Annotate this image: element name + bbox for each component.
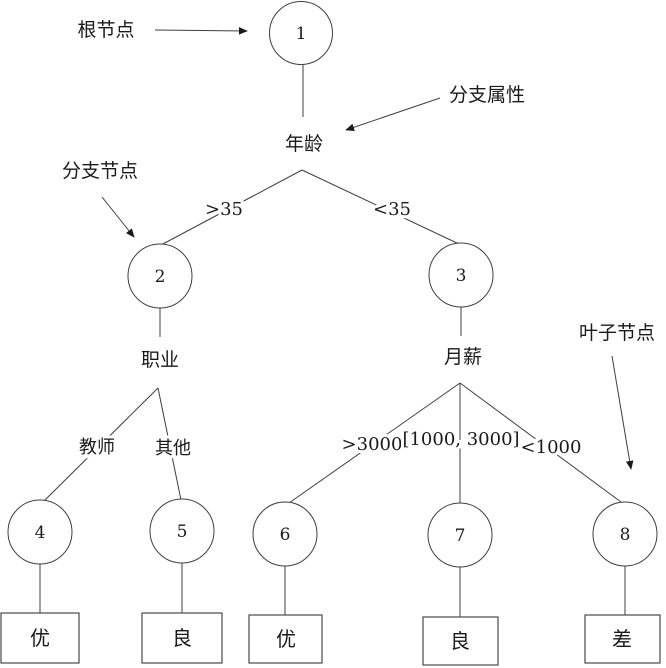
branch-lt35-label: <35 bbox=[373, 199, 411, 220]
annotation-branch-node-arrow bbox=[101, 196, 135, 238]
node-8-label: 8 bbox=[620, 525, 631, 545]
annotation-leaf-node-arrow bbox=[611, 355, 634, 470]
tree-edges bbox=[39, 65, 626, 617]
edge-occupation-n4 bbox=[42, 387, 159, 503]
annotation-branch-node-label: 分支节点 bbox=[62, 160, 138, 182]
branch-lt1000-label: <1000 bbox=[521, 437, 582, 458]
node-6-label: 6 bbox=[280, 525, 291, 545]
node-5-circle bbox=[149, 498, 215, 564]
leaf-box-n5 bbox=[141, 612, 223, 664]
leaf-n4-label: 优 bbox=[30, 626, 50, 650]
branch-gt35-label: >35 bbox=[205, 199, 243, 220]
leaf-box-n8 bbox=[584, 614, 661, 664]
node-1-circle bbox=[269, 1, 333, 65]
node-3-label: 3 bbox=[456, 266, 467, 286]
annotation-leaf-node-label: 叶子节点 bbox=[579, 322, 655, 344]
leaf-box-n6 bbox=[248, 614, 323, 664]
edge-salary-n6 bbox=[288, 382, 461, 504]
tree-nodes: 1 2 3 4 5 6 7 8 bbox=[7, 1, 658, 568]
edge-age-n3 bbox=[301, 169, 460, 245]
edge-salary-n8 bbox=[459, 382, 622, 503]
node-6-circle bbox=[252, 501, 318, 567]
annotation-branch-attribute-label: 分支属性 bbox=[449, 84, 525, 106]
annotation-root-node-label: 根节点 bbox=[77, 19, 134, 41]
leaf-boxes: 优 良 优 良 差 bbox=[0, 612, 661, 666]
node-1-label: 1 bbox=[296, 24, 307, 44]
node-2-circle bbox=[127, 243, 193, 309]
branch-other-label: 其他 bbox=[155, 438, 191, 459]
branch-teacher-label: 教师 bbox=[79, 437, 115, 458]
branch-gt3000-label: >3000 bbox=[342, 434, 403, 455]
node-5-label: 5 bbox=[177, 522, 188, 542]
attribute-salary-label: 月薪 bbox=[444, 346, 482, 368]
node-7-label: 7 bbox=[455, 526, 466, 546]
leaf-n5-label: 良 bbox=[172, 626, 192, 650]
annotation-branch-attribute-arrow bbox=[345, 97, 441, 131]
branch-range-label: [1000, 3000] bbox=[402, 429, 519, 450]
node-4-circle bbox=[7, 499, 73, 565]
node-4-label: 4 bbox=[35, 523, 46, 543]
leaf-box-n7 bbox=[422, 616, 499, 666]
node-3-circle bbox=[428, 242, 494, 308]
attribute-age-label: 年龄 bbox=[285, 133, 323, 155]
attribute-labels: 年龄 职业 月薪 bbox=[138, 131, 484, 374]
node-2-label: 2 bbox=[155, 267, 166, 287]
edge-occupation-n5 bbox=[157, 387, 182, 501]
annotation-root-node-arrow bbox=[154, 27, 248, 35]
branch-labels: >35 <35 教师 其他 >3000 [1000, 3000] <1000 bbox=[76, 196, 584, 462]
leaf-box-n4 bbox=[0, 612, 80, 664]
leaf-n7-label: 良 bbox=[450, 629, 470, 653]
leaf-n8-label: 差 bbox=[612, 627, 632, 651]
leaf-n6-label: 优 bbox=[276, 627, 296, 651]
annotations: 根节点 分支属性 分支节点 叶子节点 bbox=[62, 19, 655, 470]
node-7-circle bbox=[427, 502, 493, 568]
edge-age-n2 bbox=[160, 169, 303, 246]
attribute-occupation-label: 职业 bbox=[141, 349, 179, 371]
node-8-circle bbox=[592, 501, 658, 567]
